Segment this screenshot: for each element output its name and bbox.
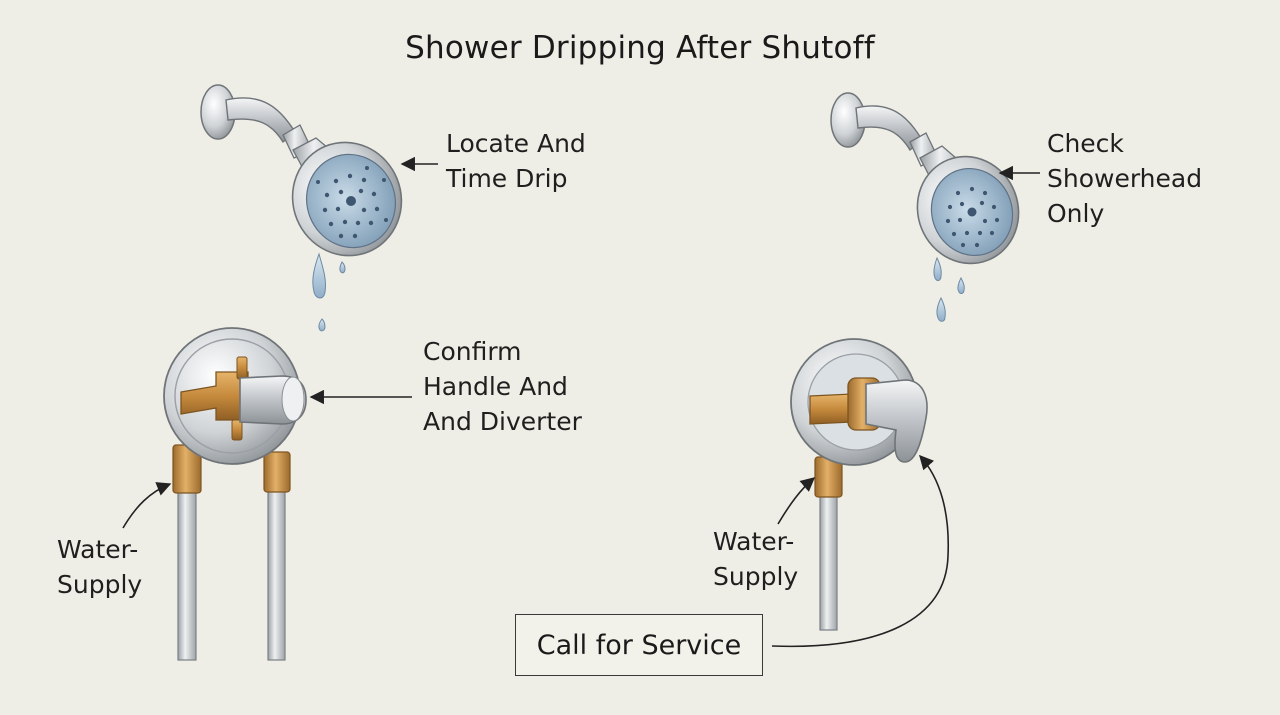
showerhead-right-icon [830, 92, 1020, 265]
label-locate-drip: Locate And Time Drip [446, 129, 586, 193]
water-drop-icon [933, 256, 965, 322]
page-title: Shower Dripping After Shutoff [405, 30, 875, 66]
arrow-supply-right [777, 477, 816, 525]
water-drop-icon [312, 252, 346, 332]
call-for-service-box: Call for Service [515, 614, 763, 676]
arrow-service [771, 454, 950, 648]
shower-valve-right-icon [790, 338, 928, 631]
label-confirm-handle: Confirm Handle And And Diverter [423, 337, 582, 436]
shower-valve-left-icon [163, 327, 307, 661]
label-water-supply-left: Water- Supply [57, 535, 143, 599]
showerhead-left-icon [200, 84, 403, 257]
label-check-showerhead: Check Showerhead Only [1047, 129, 1203, 228]
arrow-supply-left [122, 482, 172, 529]
label-water-supply-right: Water- Supply [713, 527, 799, 591]
